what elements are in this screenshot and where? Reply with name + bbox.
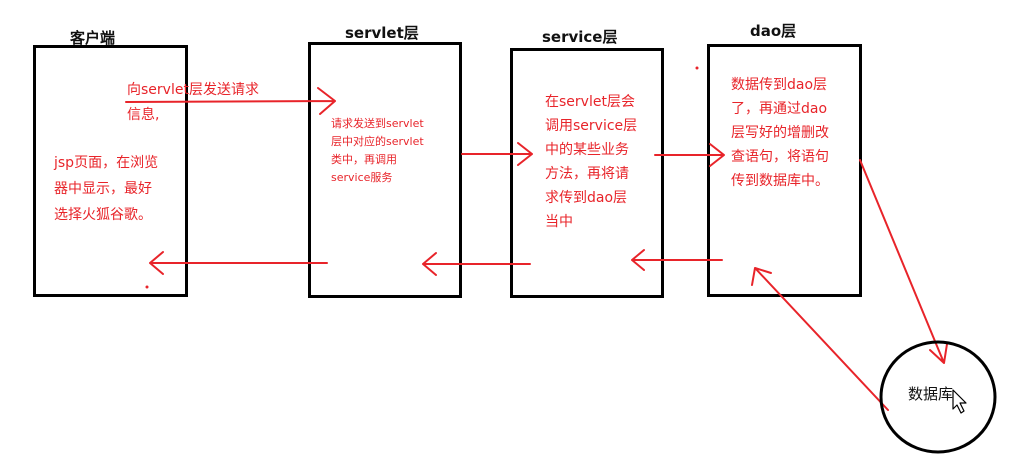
stray-dot	[695, 66, 699, 70]
database-circle	[879, 340, 997, 454]
arrow-service-to-servlet	[422, 252, 531, 276]
service-note: 在servlet层会 调用service层 中的某些业务 方法，再将请 求传到d…	[545, 94, 638, 230]
servlet-box	[308, 42, 462, 298]
arrow-database-to-dao	[751, 267, 889, 411]
client-display-note: jsp页面，在浏览 器中显示，最好 选择火狐谷歌。	[54, 155, 159, 223]
dao-note: 数据传到dao层 了，再通过dao 层写好的增删改 查语句，将语句 传到数据库中…	[731, 77, 829, 189]
mouse-cursor-icon	[952, 389, 967, 414]
arrow-servlet-to-client	[149, 251, 328, 275]
client-title: 客户端	[70, 29, 116, 47]
dao-box	[707, 44, 862, 297]
client-request-note: 向servlet层发送请求 信息,	[127, 82, 259, 123]
arrow-dao-to-service	[631, 249, 723, 271]
arrow-servlet-to-service	[461, 142, 533, 166]
arrow-service-to-dao	[654, 143, 725, 167]
dao-title: dao层	[750, 22, 797, 40]
servlet-title: servlet层	[345, 24, 419, 42]
client-box	[33, 45, 188, 297]
servlet-note: 请求发送到servlet 层中对应的servlet 类中，再调用 service…	[331, 117, 424, 184]
arrow-dao-to-database	[859, 159, 948, 364]
service-box	[510, 48, 664, 298]
arrow-client-to-servlet	[125, 87, 336, 115]
service-title: service层	[542, 28, 618, 46]
database-label: 数据库	[908, 385, 954, 403]
stray-dot	[145, 285, 149, 289]
